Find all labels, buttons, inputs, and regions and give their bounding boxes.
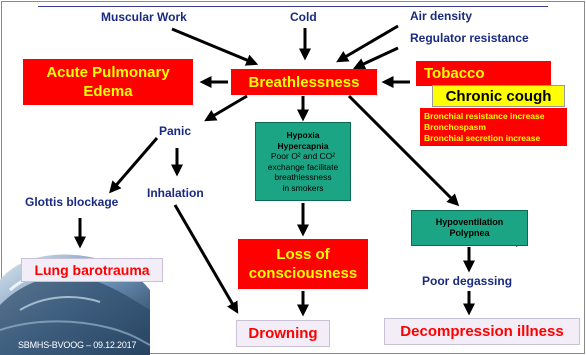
loss-of-consciousness-box: Loss of consciousness	[238, 239, 368, 289]
tobacco-label: Tobacco	[424, 65, 485, 82]
tobacco-box: Tobacco	[416, 61, 551, 86]
label-air-density: Air density	[410, 9, 473, 23]
arrow-airdensity-to-breathlessness	[336, 24, 399, 63]
decompression-illness-label: Decompression illness	[400, 323, 564, 340]
lung-barotrauma-label: Lung barotrauma	[34, 262, 150, 278]
hypoxia-title-2: Hypercapnia	[277, 140, 329, 151]
tobacco-effect-3: Bronchial secretion increase	[424, 132, 541, 143]
chronic-cough-label: Chronic cough	[445, 87, 552, 105]
label-poor-degassing: Poor degassing	[422, 274, 513, 288]
footer-text: SBMHS-BVOOG – 09.12.2017	[18, 340, 137, 350]
drowning-label: Drowning	[248, 325, 318, 342]
breathlessness-box: Breathlessness	[231, 69, 377, 95]
hypoxia-title-1: Hypoxia	[286, 130, 320, 140]
tobacco-effect-2: Bronchospasm	[424, 121, 486, 132]
arrow-inhalation-to-drowning	[173, 204, 239, 314]
tobacco-effects-box: Bronchial resistance increase Bronchospa…	[420, 108, 567, 146]
acute-pulmonary-edema-box: Acute Pulmonary Edema	[23, 59, 193, 105]
decompression-illness-box: Decompression illness	[384, 318, 580, 345]
label-inhalation: Inhalation	[147, 186, 204, 200]
hypoxia-text-3: breathlessness	[274, 172, 332, 182]
acute-line-1: Acute Pulmonary	[46, 64, 170, 81]
label-muscular-work: Muscular Work	[101, 10, 187, 24]
hypoxia-text-2: exchange facilitate	[267, 161, 339, 172]
lung-barotrauma-box: Lung barotrauma	[21, 258, 163, 282]
arrow-muscular-to-breathlessness	[171, 27, 259, 66]
arrow-panic-to-glottis	[109, 137, 159, 194]
label-glottis-blockage: Glottis blockage	[25, 195, 119, 209]
hypoxia-text-1: Poor O² and CO²	[270, 151, 336, 161]
tobacco-effect-1: Bronchial resistance increase	[424, 110, 545, 121]
arrow-breathlessness-to-panic	[204, 94, 248, 122]
hypoventilation-label: Hypoventilation	[435, 217, 504, 227]
hypoxia-text-4: in smokers	[282, 182, 324, 193]
drowning-box: Drowning	[236, 320, 330, 347]
acute-line-2: Edema	[83, 83, 133, 100]
label-cold: Cold	[290, 10, 317, 24]
hypoxia-box: Hypoxia Hypercapnia Poor O² and CO² exch…	[255, 122, 351, 201]
loss-line-1: Loss of	[276, 246, 330, 263]
arrow-regulator-to-breathlessness	[352, 46, 399, 70]
loss-line-2: consciousness	[248, 265, 358, 282]
label-panic: Panic	[159, 124, 192, 138]
label-regulator-resistance: Regulator resistance	[410, 31, 529, 45]
arrow-breathlessness-to-hypoventilation	[347, 94, 460, 207]
polypnea-label: Polypnea	[449, 228, 490, 238]
chronic-cough-box: Chronic cough	[432, 85, 565, 107]
header-rule	[38, 6, 548, 7]
hypoventilation-box: Hypoventilation Polypnea	[411, 210, 528, 246]
breathlessness-label: Breathlessness	[248, 73, 360, 91]
